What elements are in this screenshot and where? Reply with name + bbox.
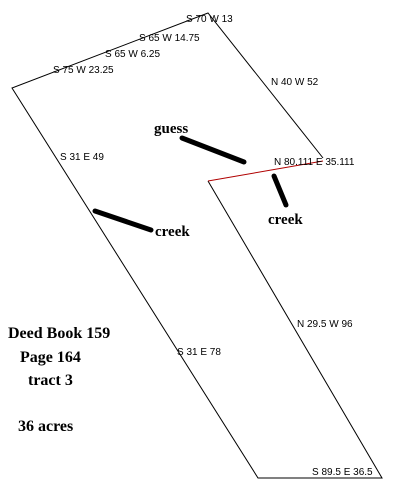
call-s75w2325: S 75 W 23.25 [53, 65, 114, 76]
acreage-label: 36 acres [18, 418, 73, 435]
call-s31e78: S 31 E 78 [177, 347, 221, 358]
call-s65w625: S 65 W 6.25 [105, 49, 160, 60]
creek-line [207, 160, 324, 182]
call-s70w13: S 70 W 13 [186, 14, 233, 25]
creek-left-label: creek [155, 224, 190, 240]
creek-right-label: creek [268, 212, 303, 228]
creek-left-pointer-mark [92, 208, 154, 233]
call-n80e35: N 80.111 E 35.111 [274, 157, 355, 168]
call-n295w96: N 29.5 W 96 [297, 319, 353, 330]
call-s31e49: S 31 E 49 [60, 152, 104, 163]
deed-book-label: Deed Book 159 [8, 325, 110, 342]
creek-right-pointer-mark [271, 173, 289, 208]
call-s895e365: S 89.5 E 36.5 [312, 467, 373, 478]
deed-page-label: Page 164 [20, 349, 81, 366]
deed-tract-label: tract 3 [28, 372, 73, 389]
call-s65w1475: S 65 W 14.75 [139, 33, 200, 44]
guess-label: guess [154, 121, 188, 137]
call-n40w52: N 40 W 52 [271, 77, 319, 88]
guess-pointer-mark [179, 135, 247, 165]
tract-boundary [11, 12, 383, 479]
